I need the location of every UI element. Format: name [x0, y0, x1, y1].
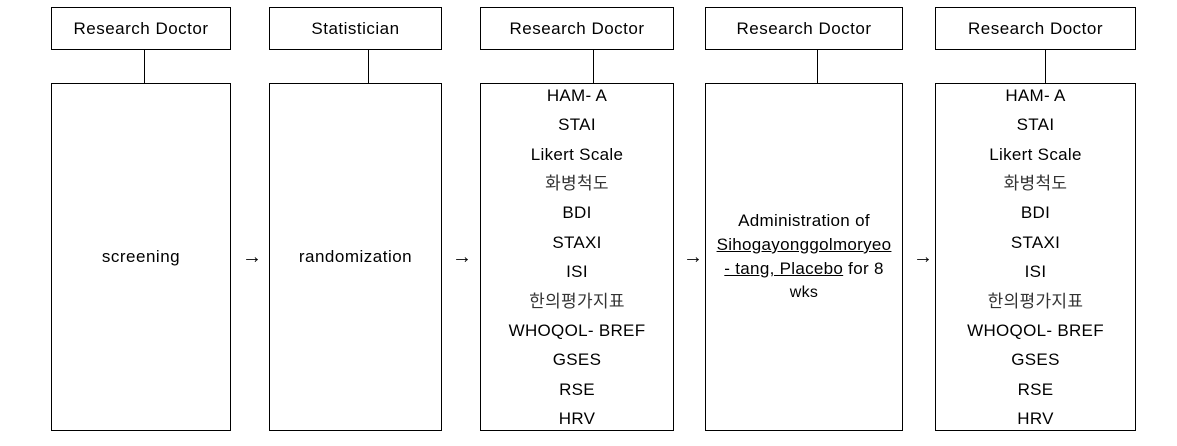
assessment-item: HRV: [558, 408, 596, 428]
assessment-item: Likert Scale: [989, 144, 1082, 164]
assessment-item: HRV: [1017, 408, 1054, 428]
assessment-item: GSES: [1011, 350, 1060, 370]
assessment-item: Likert Scale: [530, 144, 624, 164]
assessment-item: STAI: [558, 115, 596, 135]
assessment-item: 화병척도: [1003, 174, 1068, 194]
assessment-item: ISI: [566, 262, 588, 282]
connector-line-4: [817, 50, 818, 83]
connector-line-5: [1045, 50, 1046, 83]
header-research-doctor-4: Research Doctor: [935, 7, 1136, 50]
followup-assessment-box: HAM- A STAI Likert Scale 화병척도 BDI STAXI …: [935, 83, 1136, 431]
arrow-1: →: [242, 246, 262, 268]
assessment-item: STAXI: [1010, 232, 1061, 252]
assessment-item: HAM- A: [1005, 86, 1066, 105]
connector-line-2: [368, 50, 369, 83]
administration-duration: for 8: [843, 259, 884, 278]
header-statistician: Statistician: [269, 7, 442, 50]
header-research-doctor-3: Research Doctor: [705, 7, 903, 50]
screening-label: screening: [101, 247, 181, 266]
assessment-item: WHOQOL- BREF: [967, 320, 1104, 340]
header-research-doctor-1: Research Doctor: [51, 7, 231, 50]
assessment-item: BDI: [1020, 203, 1051, 223]
assessment-item: RSE: [1017, 379, 1054, 399]
administration-line-1: Administration of: [738, 211, 870, 230]
connector-line-3: [593, 50, 594, 83]
assessment-item: BDI: [562, 203, 592, 223]
connector-line-1: [144, 50, 145, 83]
arrow-2: →: [452, 246, 472, 268]
administration-line-4: wks: [789, 284, 819, 301]
assessment-item: STAI: [1016, 115, 1055, 135]
administration-placebo: - tang, Placebo: [724, 259, 844, 278]
assessment-item: ISI: [1024, 262, 1047, 282]
arrow-3: →: [683, 246, 703, 268]
administration-box: Administration of Sihogayonggolmoryeo - …: [705, 83, 903, 431]
header-research-doctor-2: Research Doctor: [480, 7, 674, 50]
assessment-item: 한의평가지표: [529, 291, 625, 311]
randomization-box: randomization: [269, 83, 442, 431]
assessment-item: GSES: [552, 350, 602, 370]
randomization-label: randomization: [298, 247, 413, 266]
screening-box: screening: [51, 83, 231, 431]
arrow-4: →: [913, 246, 933, 268]
baseline-assessment-box: HAM- A STAI Likert Scale 화병척도 BDI STAXI …: [480, 83, 674, 431]
assessment-item: STAXI: [552, 232, 602, 252]
assessment-item: 화병척도: [545, 174, 609, 194]
administration-line-3: - tang, Placebo for 8: [724, 257, 883, 281]
assessment-item: WHOQOL- BREF: [508, 320, 646, 340]
assessment-item: RSE: [559, 379, 595, 399]
assessment-item: HAM- A: [546, 86, 608, 105]
assessment-item: 한의평가지표: [987, 291, 1084, 311]
administration-drug-name: Sihogayonggolmoryeo: [716, 235, 892, 254]
